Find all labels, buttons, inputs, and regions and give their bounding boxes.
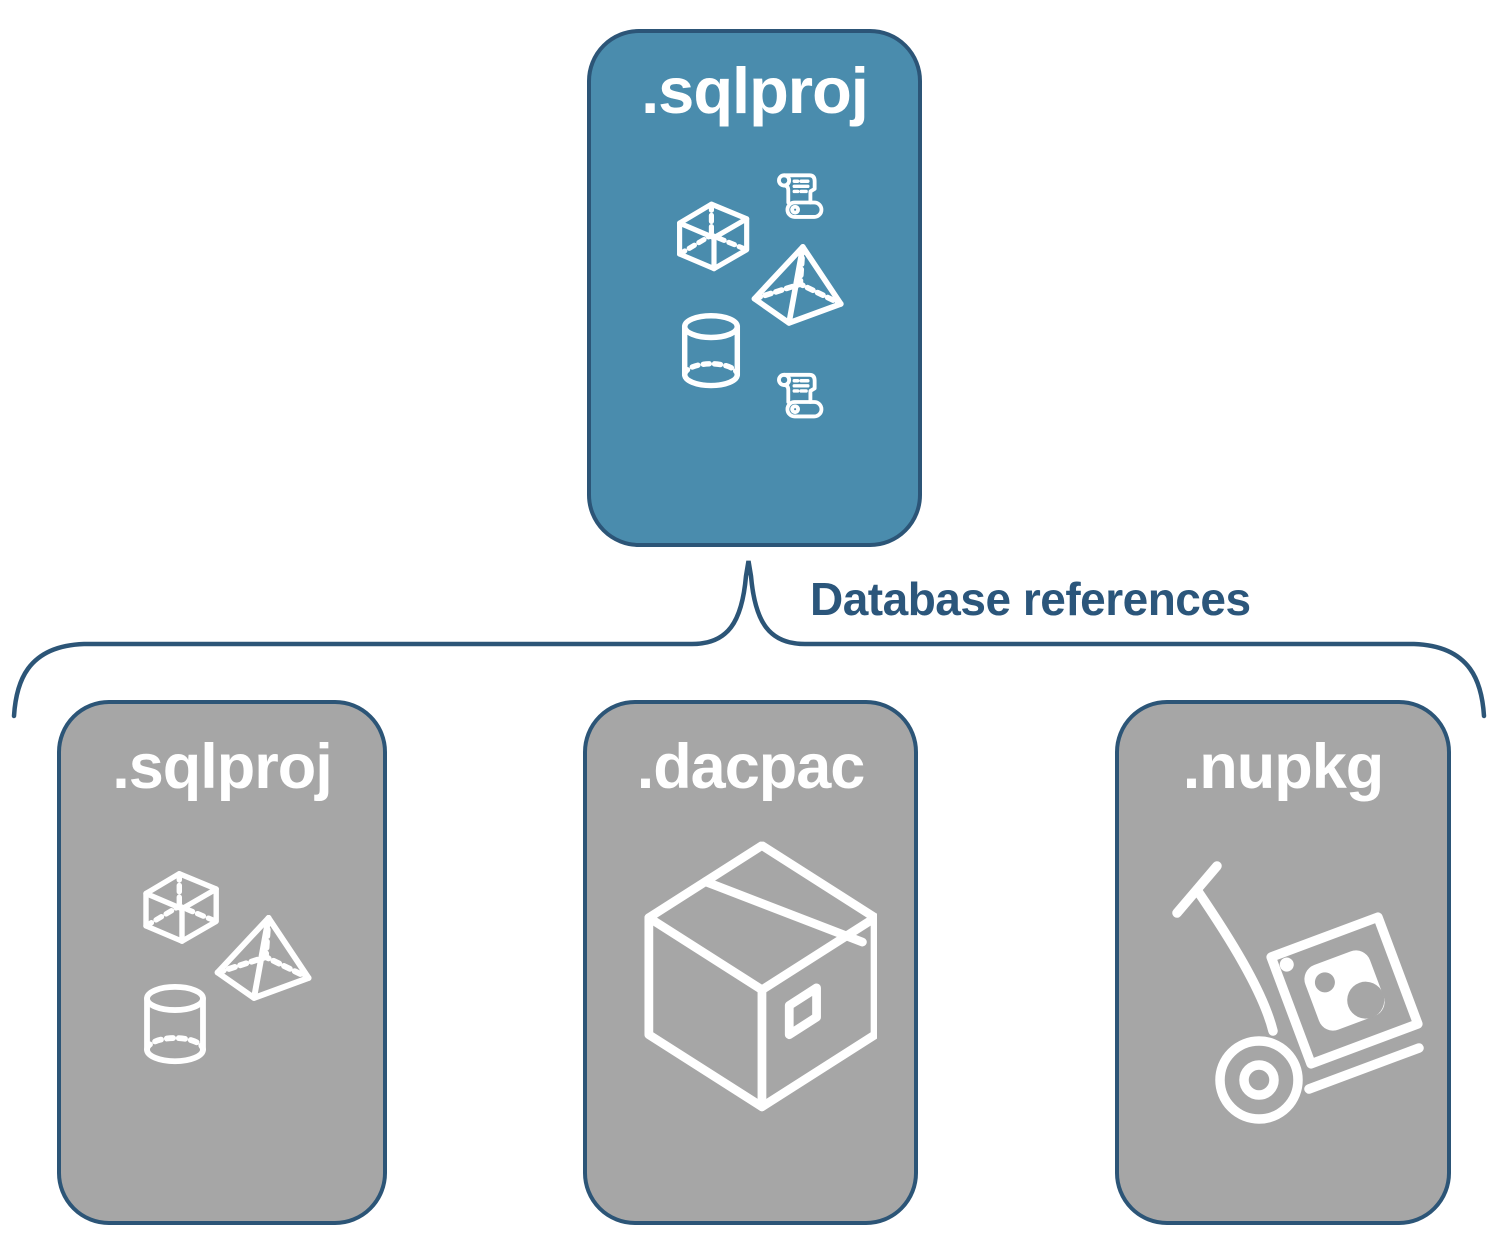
node-child-dacpac: .dacpac — [583, 700, 918, 1225]
node-child-sqlproj: .sqlproj — [57, 700, 387, 1225]
pyramid-icon — [218, 918, 309, 998]
child-node-label: .dacpac — [636, 732, 866, 802]
database-objects-graphic — [136, 859, 321, 1071]
brace-line — [11, 560, 1487, 719]
child-node-label: .nupkg — [1182, 732, 1384, 802]
node-root-sqlproj: .sqlproj — [587, 29, 922, 547]
sql-script-icon — [777, 173, 824, 219]
connector-label: Database references — [810, 573, 1251, 625]
cube-icon — [680, 204, 747, 269]
node-child-nupkg: .nupkg — [1115, 700, 1451, 1225]
cylinder-icon — [147, 987, 203, 1061]
database-objects-graphic — [671, 173, 851, 419]
sql-script-icon — [777, 372, 824, 419]
cube-icon — [146, 874, 216, 942]
pyramid-icon — [754, 247, 840, 323]
nuget-delivery-graphic — [1171, 849, 1431, 1129]
root-node-label: .sqlproj — [641, 54, 869, 127]
cylinder-icon — [685, 316, 738, 386]
package-graphic — [643, 840, 877, 1126]
child-node-label: .sqlproj — [112, 732, 333, 802]
hand-truck-nuget-package-icon — [1177, 866, 1419, 1119]
package-box-icon — [649, 846, 875, 1107]
